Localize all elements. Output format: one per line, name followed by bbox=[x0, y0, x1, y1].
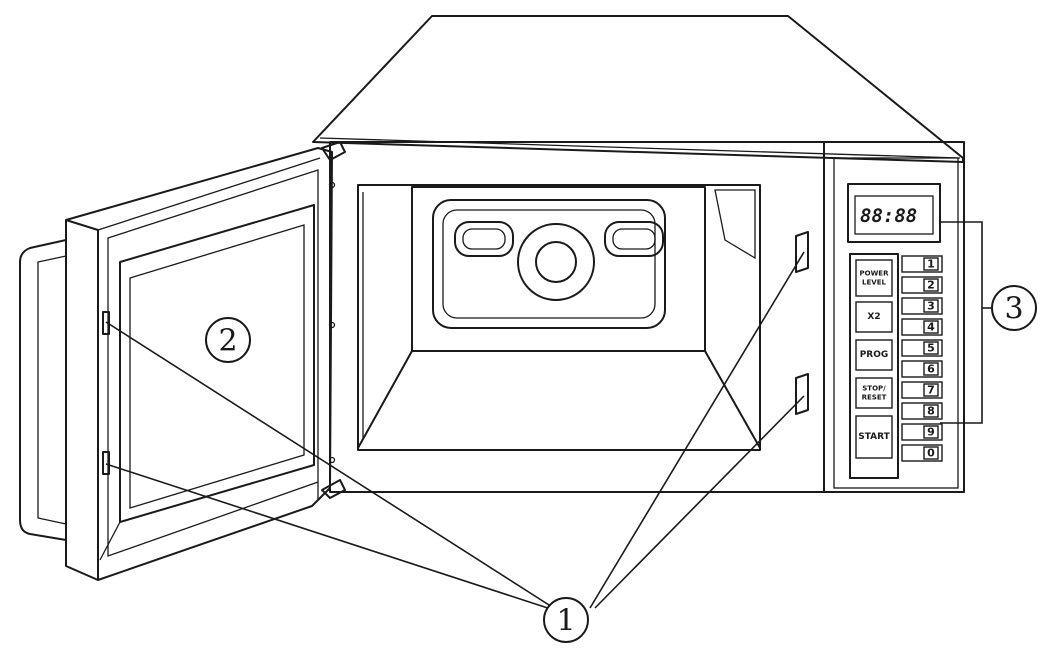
latch-receptacles bbox=[795, 231, 809, 415]
key-label: 3 bbox=[927, 300, 935, 313]
key-number-9[interactable]: 9 bbox=[901, 423, 943, 441]
key-number-8[interactable]: 8 bbox=[901, 402, 943, 420]
key-stop-reset[interactable]: STOP/RESET bbox=[855, 377, 893, 409]
callout-2: 2 bbox=[205, 317, 251, 363]
key-label: X2 bbox=[867, 312, 880, 322]
key-number-1[interactable]: 1 bbox=[901, 255, 943, 273]
leader-lines bbox=[105, 221, 992, 613]
callout-1-label: 1 bbox=[556, 604, 575, 639]
key-number-2[interactable]: 2 bbox=[901, 276, 943, 294]
key-number-3[interactable]: 3 bbox=[901, 297, 943, 315]
key-label: 2 bbox=[927, 279, 935, 292]
key-label: 6 bbox=[927, 363, 935, 376]
callout-3-label: 3 bbox=[1004, 292, 1023, 327]
key-label: POWER bbox=[860, 270, 890, 278]
leader-line-1c bbox=[589, 251, 805, 609]
key-label: 8 bbox=[927, 405, 935, 418]
number-key-group: 1 2 3 4 5 6 7 8 9 0 bbox=[901, 255, 943, 462]
key-label: RESET bbox=[862, 394, 887, 402]
key-label: PROG bbox=[860, 350, 889, 360]
key-label: STOP/ bbox=[862, 385, 886, 393]
callout-2-label: 2 bbox=[218, 324, 237, 359]
key-x2[interactable]: X2 bbox=[855, 301, 893, 333]
key-label: 9 bbox=[927, 426, 935, 439]
key-label: START bbox=[858, 432, 890, 442]
cabinet-top bbox=[312, 15, 964, 163]
key-label: 1 bbox=[927, 258, 935, 271]
key-label: 0 bbox=[927, 447, 935, 460]
key-number-5[interactable]: 5 bbox=[901, 339, 943, 357]
leader-bracket-3 bbox=[940, 221, 983, 424]
key-label: 5 bbox=[927, 342, 935, 355]
callout-3: 3 bbox=[991, 285, 1037, 331]
leader-line-1d bbox=[594, 395, 805, 609]
callout-1: 1 bbox=[543, 597, 589, 643]
key-number-7[interactable]: 7 bbox=[901, 381, 943, 399]
key-number-4[interactable]: 4 bbox=[901, 318, 943, 336]
key-number-6[interactable]: 6 bbox=[901, 360, 943, 378]
key-prog[interactable]: PROG bbox=[855, 339, 893, 371]
key-number-0[interactable]: 0 bbox=[901, 444, 943, 462]
leader-line-1a bbox=[105, 321, 561, 613]
leader-line-1b bbox=[105, 463, 561, 613]
key-label: LEVEL bbox=[862, 279, 886, 287]
display-readout: 88:88 bbox=[860, 205, 917, 227]
key-start[interactable]: START bbox=[855, 415, 893, 459]
key-label: 4 bbox=[927, 321, 935, 334]
key-label: 7 bbox=[927, 384, 935, 397]
oven-cavity bbox=[321, 141, 825, 499]
microwave-door bbox=[19, 147, 333, 581]
